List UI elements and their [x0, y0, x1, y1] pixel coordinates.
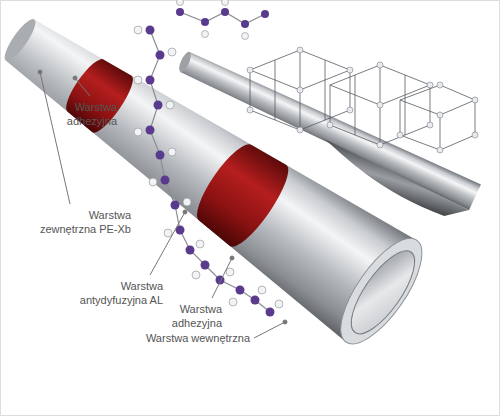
- layer-label: Warstwa wewnętrzna: [143, 331, 250, 345]
- layer-label: Warstwa adhezyjna: [64, 100, 117, 128]
- layer-label: Warstwa zewnętrzna PE-Xb: [37, 208, 131, 236]
- layer-label: Warstwa adhezyjna: [169, 302, 222, 330]
- layer-label: Warstwa antydyfuzyjna AL: [77, 279, 163, 307]
